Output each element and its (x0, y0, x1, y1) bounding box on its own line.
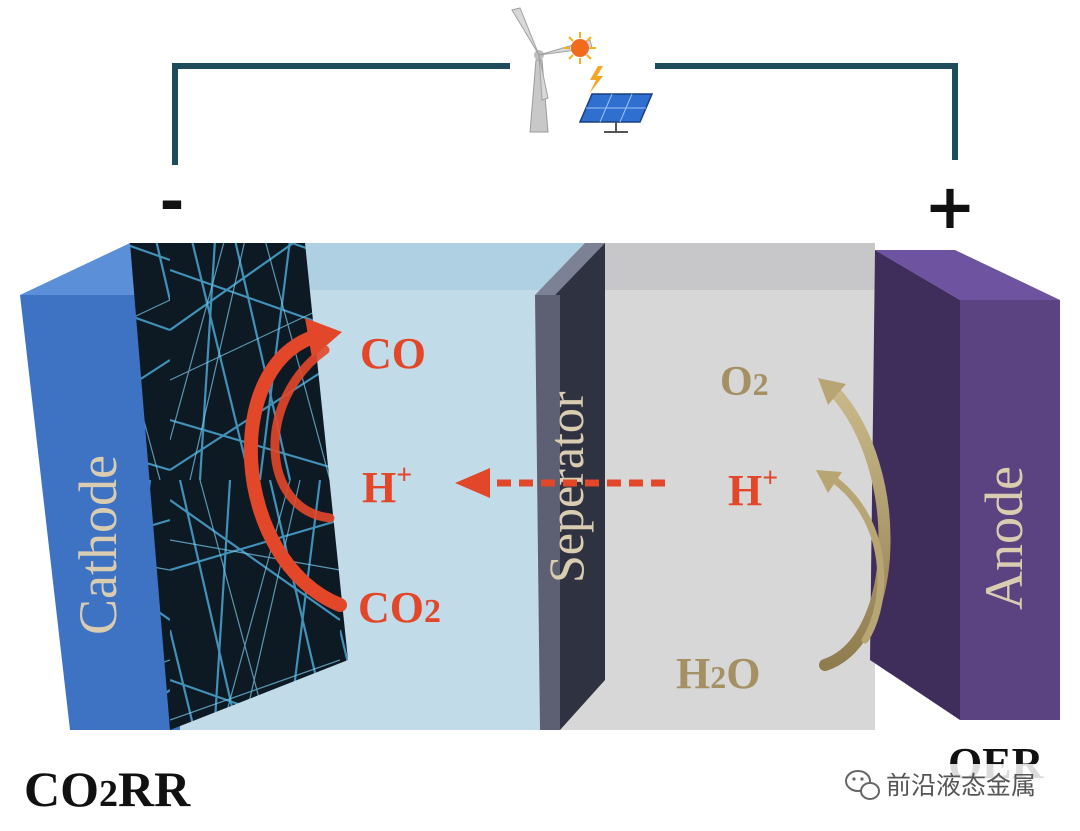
wechat-icon (845, 770, 880, 800)
anode-label: Anode (974, 466, 1034, 610)
h-plus-cathode-label: H+ (362, 460, 412, 512)
co2rr-label: CO2RR (24, 761, 191, 817)
circuit-wire (172, 63, 958, 165)
lightning-icon (589, 66, 603, 94)
h2o-label: H2O (676, 649, 760, 698)
h-plus-anode-label: H+ (728, 463, 778, 515)
anode-reaction-arrows (816, 378, 891, 671)
cathode-label: Cathode (68, 455, 128, 635)
watermark-text: 前沿液态金属 (886, 771, 1036, 800)
sun-icon (564, 32, 596, 64)
separator-label: Seperator (538, 391, 594, 583)
watermark: 前沿液态金属 (838, 764, 1060, 804)
wind-turbine-icon (511, 7, 593, 133)
positive-terminal-label: + (924, 170, 976, 243)
co-label: CO (360, 329, 426, 378)
cathode-electrode (20, 243, 348, 730)
co2-cathode-label: CO2 (358, 583, 441, 632)
proton-transfer-arrow (455, 468, 665, 498)
separator-membrane (535, 243, 605, 730)
negative-terminal-label: - (160, 167, 185, 237)
o2-label: O2 (720, 359, 769, 405)
fiber-texture (130, 243, 348, 730)
solar-panel-icon (578, 93, 654, 133)
cathode-reaction-arrows (243, 318, 347, 612)
anode-electrode (870, 250, 1060, 720)
